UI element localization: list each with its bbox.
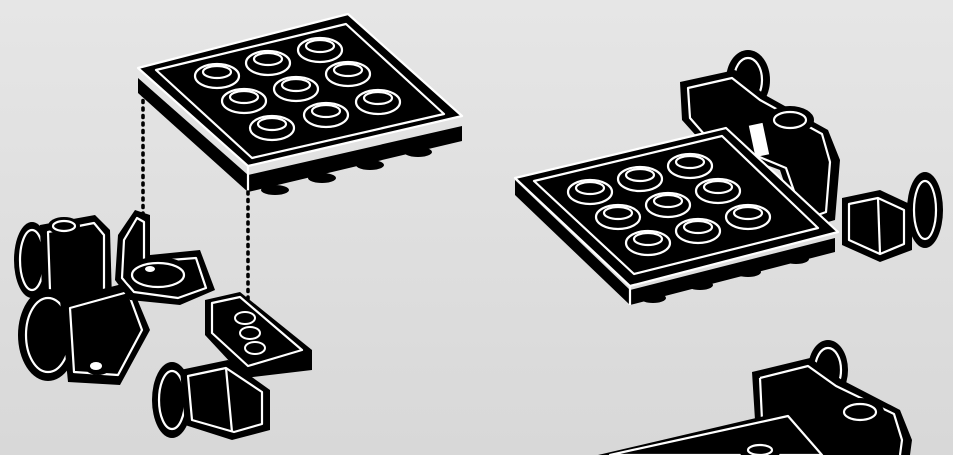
- step-1-exploded-view: [14, 14, 462, 440]
- step-3-partial-view: [598, 340, 912, 455]
- square-plate-top: [138, 14, 462, 195]
- step-2-assembled-view: [515, 50, 943, 305]
- front-bogie: [842, 172, 943, 262]
- wheel-chassis-assembly: [14, 210, 312, 440]
